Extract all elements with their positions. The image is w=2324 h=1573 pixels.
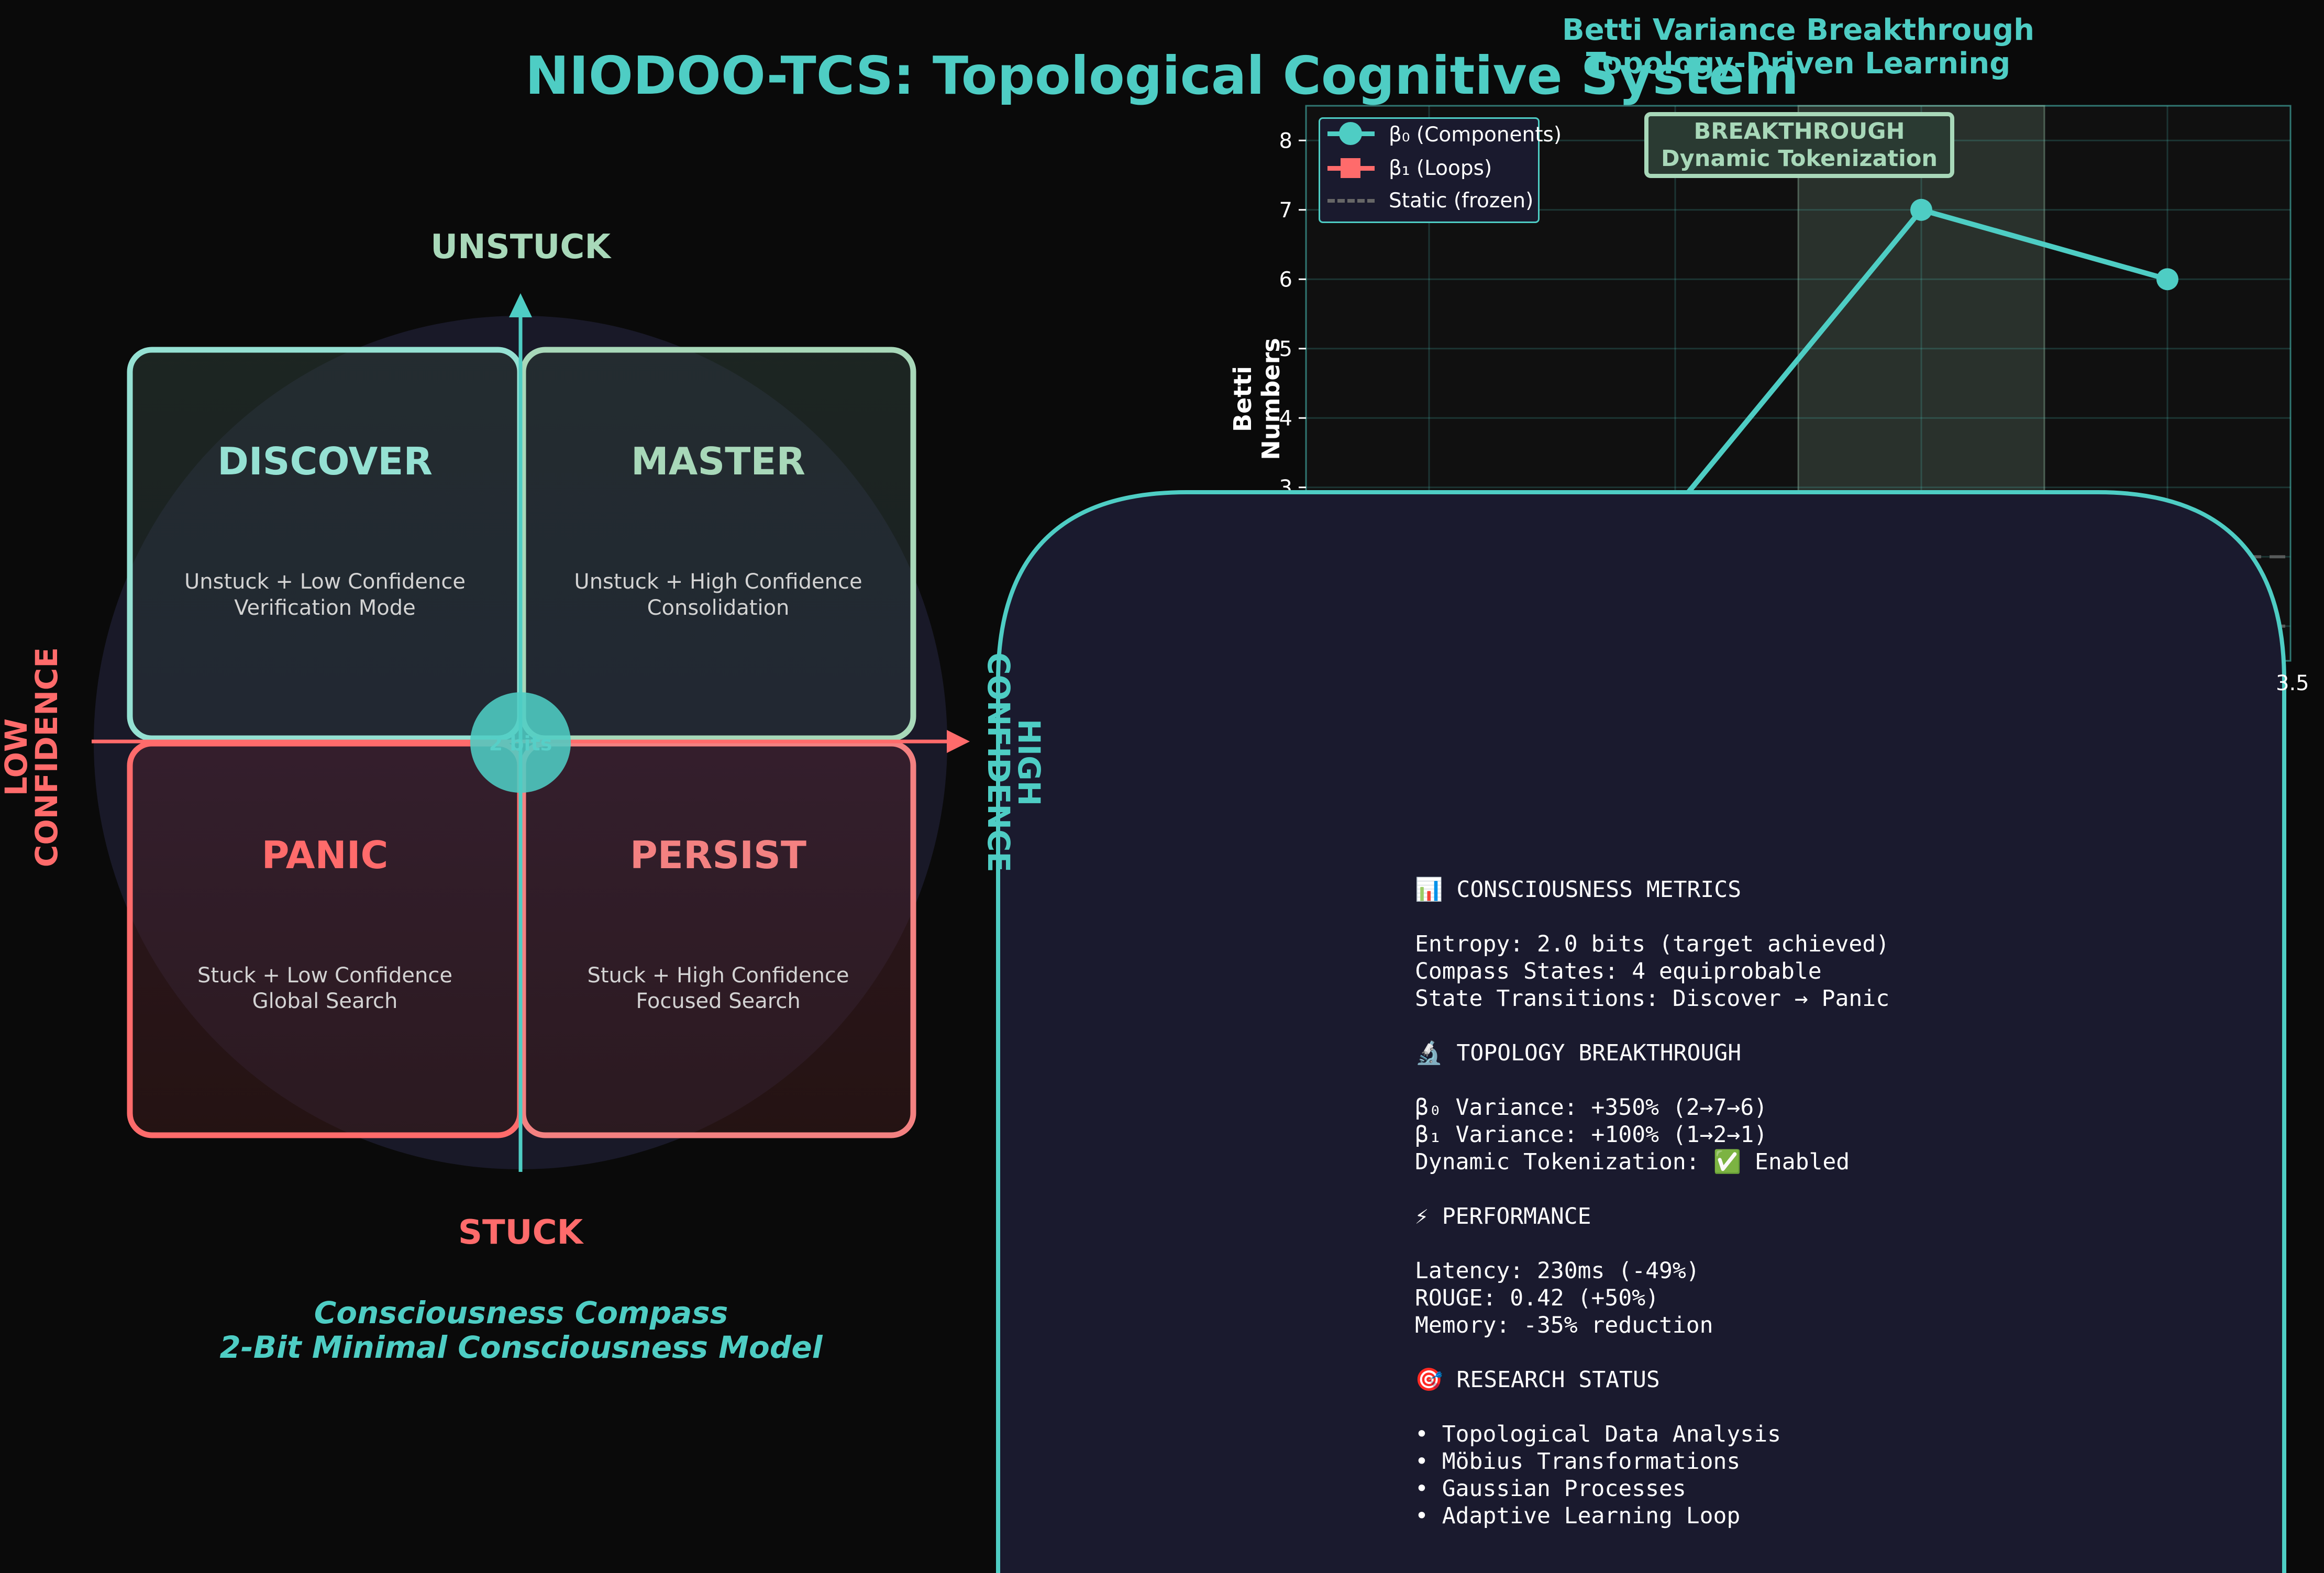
- point-beta0: [1910, 198, 1932, 221]
- point-beta0: [2156, 268, 2178, 291]
- metrics-line: Compass States: 4 equiprobable: [1415, 958, 1822, 984]
- metrics-line: • Möbius Transformations: [1415, 1448, 1741, 1475]
- metrics-line: • Gaussian Processes: [1415, 1476, 1686, 1502]
- quadrant-persist[interactable]: [520, 740, 916, 1138]
- quadrant-discover[interactable]: [127, 347, 523, 741]
- y-tick-label: 4: [1279, 406, 1292, 430]
- quadrant-panic-name: PANIC: [261, 833, 389, 877]
- metrics-panel: [996, 490, 2286, 1573]
- breakthrough-annotation: [1644, 112, 1954, 178]
- legend-label-beta1: β₁ (Loops): [1389, 157, 1492, 180]
- quadrant-master-line2: Consolidation: [647, 596, 790, 620]
- axis-label-low-confidence: LOW CONFIDENCE: [0, 647, 64, 868]
- metrics-line: Dynamic Tokenization: ✅ Enabled: [1415, 1149, 1850, 1175]
- quadrant-persist-line2: Focused Search: [636, 989, 801, 1013]
- y-tick-label: 6: [1279, 268, 1292, 292]
- quadrant-master-name: MASTER: [631, 439, 805, 483]
- chart-ylabel: Betti Numbers: [1229, 338, 1285, 460]
- metrics-line: [1415, 1176, 1889, 1203]
- metrics-line: Latency: 230ms (-49%): [1415, 1258, 1700, 1284]
- metrics-line: [1415, 1012, 1889, 1039]
- confidence-axis-arrowhead: [947, 730, 970, 753]
- metrics-line: [1415, 903, 1889, 930]
- breakthrough-label-line2: Dynamic Tokenization: [1661, 146, 1938, 172]
- metrics-text: 📊 CONSCIOUSNESS METRICS Entropy: 2.0 bit…: [1415, 876, 1889, 1530]
- legend-marker-static: [1327, 199, 1375, 203]
- legend-marker-beta0-dot: [1339, 122, 1362, 145]
- metrics-line: [1415, 1393, 1889, 1421]
- metrics-line: • Topological Data Analysis: [1415, 1421, 1781, 1447]
- quadrant-panic-line1: Stuck + Low Confidence: [197, 963, 452, 988]
- quadrant-discover-line1: Unstuck + Low Confidence: [184, 570, 466, 594]
- axis-label-high-confidence: HIGH CONFIDENCE: [981, 652, 1047, 873]
- metrics-line: β₁ Variance: +100% (1→2→1): [1415, 1122, 1768, 1148]
- metrics-line: ⚡ PERFORMANCE: [1415, 1203, 1591, 1229]
- axis-label-unstuck: UNSTUCK: [430, 228, 611, 267]
- quadrant-persist-line1: Stuck + High Confidence: [587, 963, 849, 988]
- metrics-line: Entropy: 2.0 bits (target achieved): [1415, 931, 1890, 957]
- x-tick-3-5: 3.5: [2276, 671, 2309, 695]
- metrics-line: 🎯 RESEARCH STATUS: [1415, 1367, 1660, 1393]
- metrics-line: • Adaptive Learning Loop: [1415, 1503, 1741, 1529]
- chart-title: Betti Variance Breakthrough: [1562, 13, 2034, 47]
- breakthrough-label-line1: BREAKTHROUGH: [1694, 118, 1905, 145]
- quadrant-panic[interactable]: [127, 740, 523, 1138]
- quadrant-master[interactable]: [520, 347, 916, 741]
- metrics-line: ROUGE: 0.42 (+50%): [1415, 1285, 1659, 1311]
- chart-subtitle: Topology-Driven Learning: [1586, 47, 2011, 81]
- metrics-line: 📊 CONSCIOUSNESS METRICS: [1415, 877, 1742, 903]
- metrics-line: [1415, 1230, 1889, 1257]
- quadrant-persist-name: PERSIST: [629, 833, 806, 877]
- quadrant-discover-name: DISCOVER: [217, 439, 433, 483]
- metrics-line: [1415, 1339, 1889, 1366]
- quadrant-master-line1: Unstuck + High Confidence: [574, 570, 862, 594]
- y-tick-label: 8: [1279, 129, 1292, 153]
- metrics-line: State Transitions: Discover → Panic: [1415, 985, 1890, 1012]
- y-tick-label: 7: [1279, 198, 1292, 223]
- center-node[interactable]: [470, 692, 571, 793]
- stuck-axis-arrowhead: [509, 293, 532, 317]
- axis-label-stuck: STUCK: [458, 1213, 583, 1252]
- compass-title-line1: Consciousness Compass: [314, 1295, 728, 1331]
- metrics-line: Memory: -35% reduction: [1415, 1312, 1713, 1338]
- main-title: NIODOO-TCS: Topological Cognitive System: [525, 45, 1799, 106]
- metrics-line: β₀ Variance: +350% (2→7→6): [1415, 1094, 1768, 1121]
- compass-title-line2: 2-Bit Minimal Consciousness Model: [219, 1330, 823, 1365]
- metrics-line: 🔬 TOPOLOGY BREAKTHROUGH: [1415, 1040, 1742, 1066]
- quadrant-discover-line2: Verification Mode: [234, 596, 416, 620]
- legend-label-beta0: β₀ (Components): [1389, 123, 1562, 147]
- y-tick-label: 5: [1279, 337, 1292, 361]
- metrics-line: [1415, 1067, 1889, 1094]
- legend-label-static: Static (frozen): [1389, 189, 1534, 213]
- center-node-label: 2 bits: [489, 732, 552, 755]
- legend-marker-beta1-square: [1341, 158, 1360, 178]
- quadrant-panic-line2: Global Search: [252, 989, 398, 1013]
